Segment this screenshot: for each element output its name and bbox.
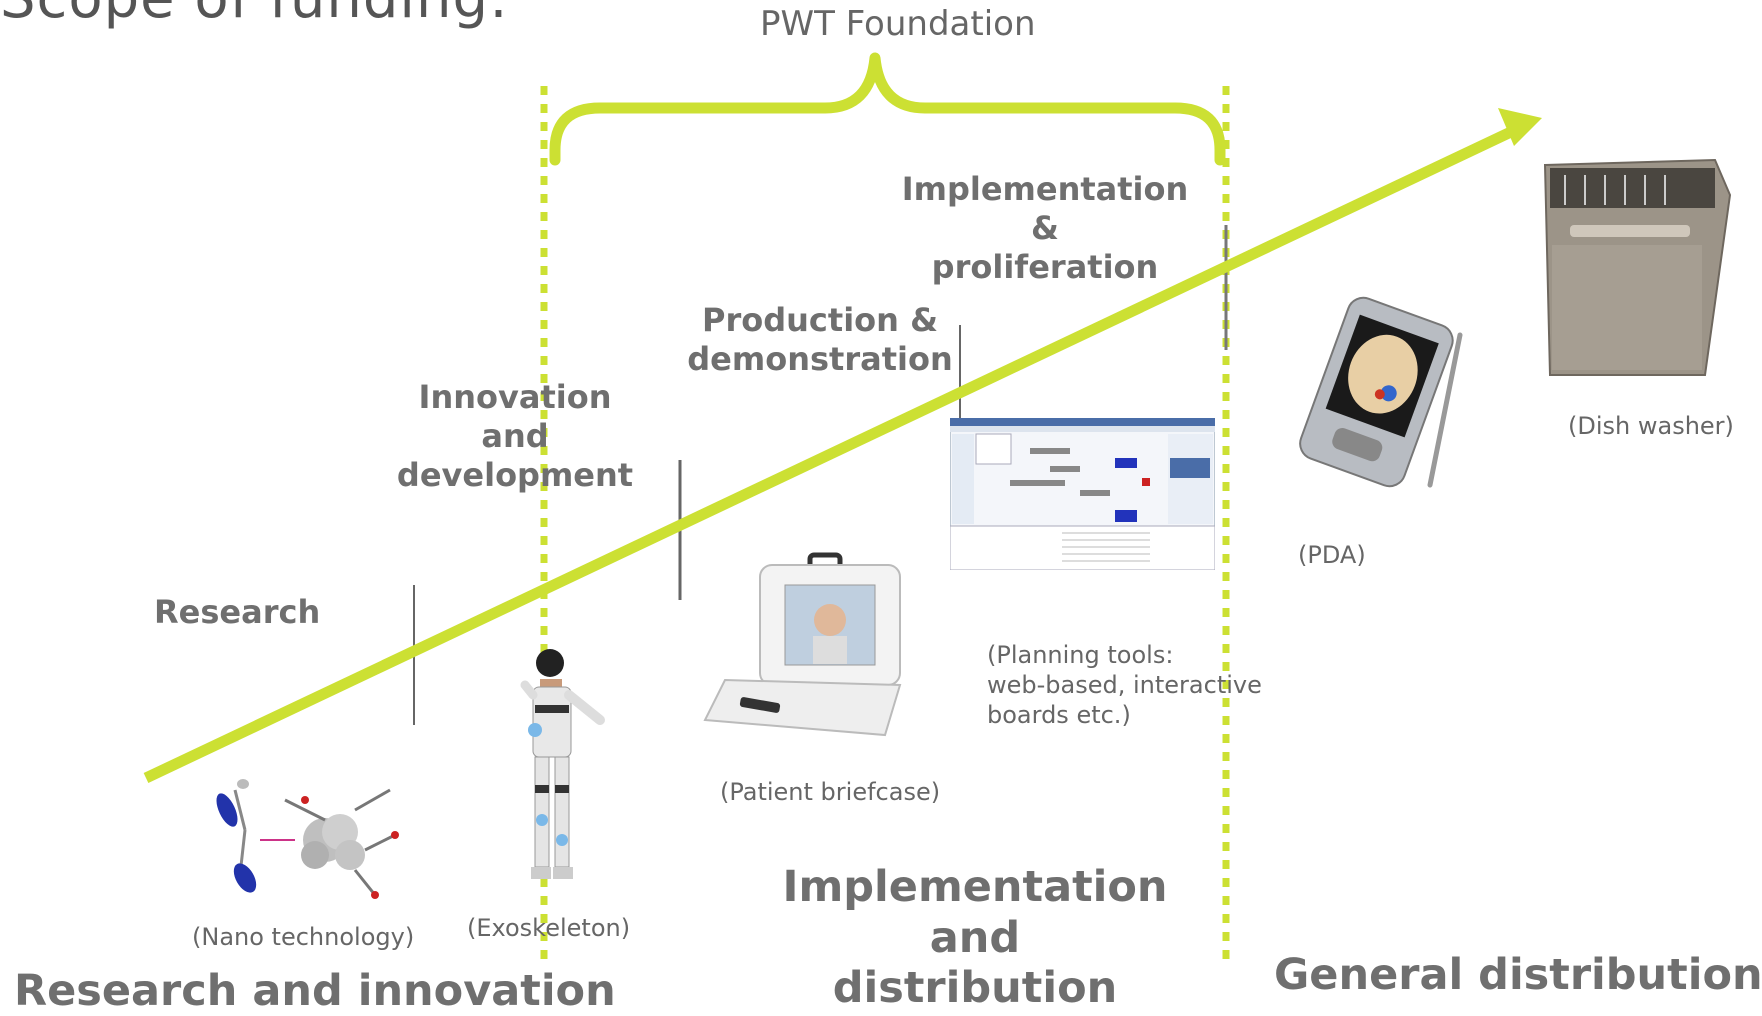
page-title: Scope of funding:	[0, 0, 509, 31]
caption-nano: (Nano technology)	[192, 923, 415, 951]
bottom-implementation-line3: distribution	[832, 963, 1118, 1014]
caption-briefcase: (Patient briefcase)	[720, 778, 941, 806]
planning-tools-image	[950, 418, 1215, 570]
patient-briefcase-image	[703, 552, 902, 737]
caption-dishwasher: (Dish washer)	[1568, 412, 1734, 440]
stage-implementation: Implementation & proliferation	[890, 170, 1200, 287]
stage-production: Production & demonstration	[680, 301, 960, 379]
foundation-label: PWT Foundation	[760, 4, 1036, 44]
bottom-implementation-line2: and	[929, 912, 1021, 963]
stage-innovation-line1: Innovation	[418, 378, 612, 416]
stage-innovation: Innovation and development	[390, 378, 640, 495]
arrow-head	[1498, 108, 1542, 146]
bottom-research-innovation: Research and innovation	[14, 966, 616, 1016]
dish-washer-image	[1543, 158, 1732, 376]
stage-research: Research	[154, 593, 321, 631]
nano-technology-image	[216, 779, 399, 899]
bottom-implementation: Implementation and distribution	[770, 862, 1180, 1014]
stage-implementation-line2: &	[1031, 209, 1059, 248]
caption-planning-line3: boards etc.)	[987, 700, 1131, 729]
bottom-implementation-line1: Implementation	[782, 862, 1168, 912]
exoskeleton-image	[520, 649, 605, 879]
pda-image	[1299, 296, 1463, 488]
caption-planning-line2: web-based, interactive	[987, 670, 1262, 699]
stage-innovation-line3: development	[396, 456, 634, 495]
stage-innovation-line2: and	[481, 417, 549, 456]
caption-exoskeleton: (Exoskeleton)	[467, 914, 631, 942]
caption-pda: (PDA)	[1298, 541, 1366, 569]
bottom-general-distribution: General distribution	[1274, 950, 1762, 1000]
caption-planning: (Planning tools: web-based, interactive …	[987, 641, 1262, 730]
stage-implementation-line3: proliferation	[931, 248, 1159, 287]
stage-production-line1: Production &	[702, 301, 938, 339]
caption-planning-line1: (Planning tools:	[987, 641, 1174, 669]
stage-production-line2: demonstration	[687, 340, 953, 379]
stage-implementation-line1: Implementation	[901, 170, 1189, 208]
growth-arrow	[143, 125, 1518, 783]
foundation-brace	[549, 52, 1226, 166]
